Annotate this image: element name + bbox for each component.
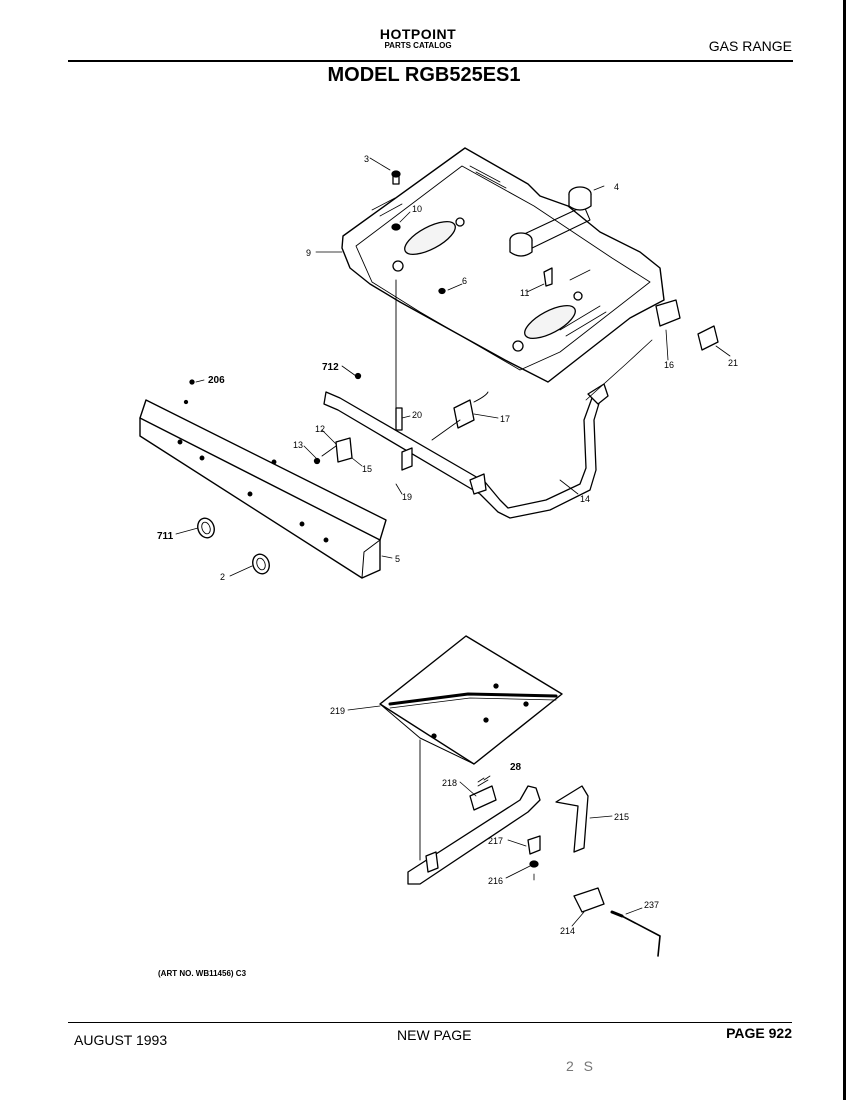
part-label-218: 218 <box>442 778 457 788</box>
part-label-11: 11 <box>520 288 529 298</box>
footer-new-page: NEW PAGE <box>397 1027 472 1043</box>
page-border-right <box>843 0 846 1100</box>
part-label-219: 219 <box>330 706 345 716</box>
part-label-712: 712 <box>322 362 339 373</box>
part-label-15: 15 <box>362 464 372 474</box>
burner-box <box>341 147 719 383</box>
part-label-217: 217 <box>488 836 503 846</box>
part-label-4: 4 <box>614 182 619 192</box>
footer-rule <box>68 1022 792 1023</box>
part-label-5: 5 <box>395 554 400 564</box>
part-label-237: 237 <box>644 900 659 910</box>
brand-name: HOTPOINT <box>379 26 457 42</box>
part-label-215: 215 <box>614 812 629 822</box>
catalog-subtitle: PARTS CATALOG <box>384 41 452 50</box>
part-label-17: 17 <box>500 414 510 424</box>
footer-page-number: PAGE 922 <box>726 1025 792 1041</box>
part-label-214: 214 <box>560 926 575 936</box>
category-label: GAS RANGE <box>708 38 792 54</box>
part-label-9: 9 <box>306 248 311 258</box>
part-label-20: 20 <box>412 410 422 420</box>
part-label-3: 3 <box>364 154 369 164</box>
brand-block: HOTPOINT PARTS CATALOG <box>0 26 848 50</box>
part-label-6: 6 <box>462 276 467 286</box>
part-label-711: 711 <box>157 531 174 542</box>
part-label-2: 2 <box>220 572 225 582</box>
model-title: MODEL RGB525ES1 <box>327 64 521 86</box>
part-label-13: 13 <box>293 440 303 450</box>
part-label-216: 216 <box>488 876 503 886</box>
part-label-14: 14 <box>580 494 590 504</box>
part-label-206: 206 <box>208 375 225 386</box>
part-label-28: 28 <box>510 762 522 773</box>
part-label-21: 21 <box>728 358 738 368</box>
scan-mark: 2 S <box>566 1058 597 1074</box>
part-label-16: 16 <box>664 360 674 370</box>
footer-date: AUGUST 1993 <box>74 1032 168 1048</box>
part-label-10: 10 <box>412 204 422 214</box>
part-label-12: 12 <box>315 424 325 434</box>
part-label-19: 19 <box>402 492 412 502</box>
art-number: (ART NO. WB11456) C3 <box>158 969 247 978</box>
header-rule <box>68 60 793 62</box>
